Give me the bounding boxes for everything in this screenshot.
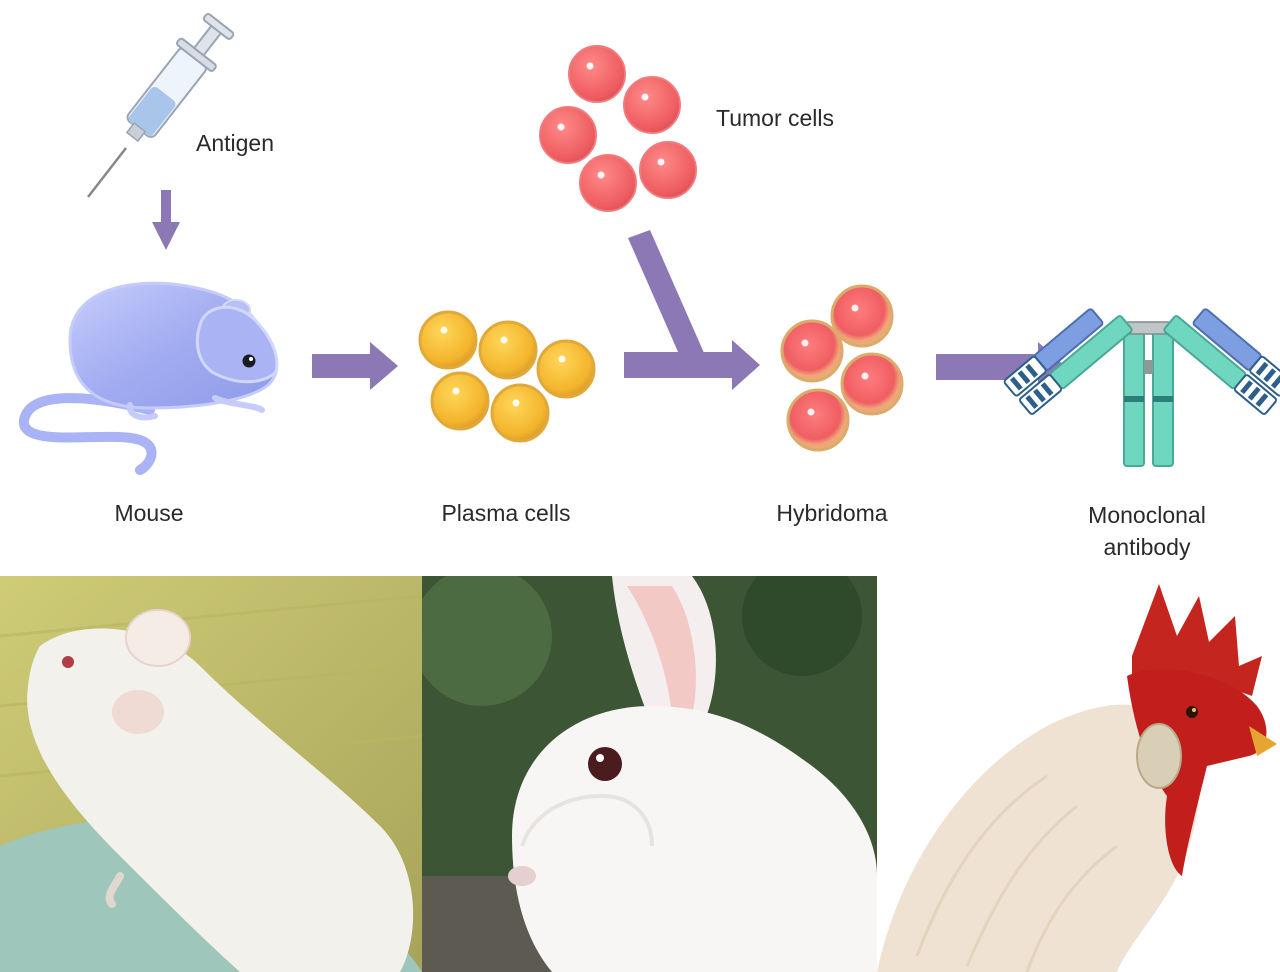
antibody-icon [1003, 308, 1280, 467]
mouse-label: Mouse [114, 500, 184, 526]
tumor-cells-icon [539, 45, 697, 212]
hybridoma-diagram [19, 13, 1280, 475]
monoclonal-antibody-label-line1: Monoclonal [1088, 502, 1206, 528]
antigen-label: Antigen [196, 130, 275, 156]
arrow-icon [152, 190, 1066, 392]
plasma-cells-label: Plasma cells [441, 500, 571, 526]
white-rabbit-photo [422, 576, 877, 972]
white-mouse-image [0, 576, 422, 972]
white-mouse-photo [0, 576, 422, 972]
white-rooster-photo [877, 576, 1280, 972]
hybridoma-cells-icon [780, 284, 904, 452]
syringe-icon [87, 13, 235, 198]
hybridoma-label: Hybridoma [776, 500, 888, 526]
white-rabbit-image [422, 576, 877, 972]
white-rooster-image [877, 576, 1280, 972]
mouse-icon [19, 281, 279, 475]
tumor-cells-label: Tumor cells [716, 105, 834, 131]
plasma-cells-icon [418, 310, 596, 443]
monoclonal-antibody-label-line2: antibody [1103, 534, 1191, 560]
